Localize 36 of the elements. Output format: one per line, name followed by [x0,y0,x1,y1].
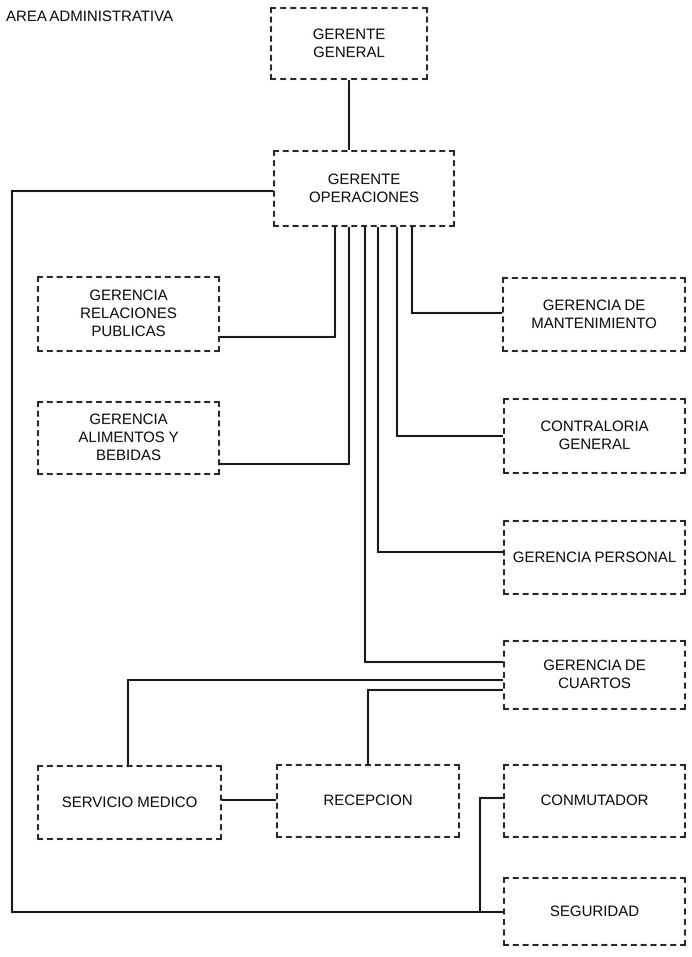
org-box [37,765,222,840]
connector-line [396,227,503,437]
org-box [503,877,686,946]
box-title: GERENCIA DE MANTENIMIENTO [530,296,658,332]
connector-line [348,80,350,150]
connector-line [222,799,276,801]
connector-line [479,797,503,913]
org-box [502,277,686,352]
connector-line [127,679,503,765]
org-box [503,764,686,838]
box-title: GERENTE OPERACIONES [308,170,420,206]
box-title: SEGURIDAD [550,902,640,920]
connector-line [367,689,503,764]
box-title: CONMUTADOR [540,792,649,810]
org-box [276,764,460,838]
org-box [503,640,686,710]
org-box [37,401,220,475]
area-label: AREA ADMINISTRATIVA [6,8,174,26]
box-title: GERENCIA RELACIONES PUBLICAS [79,287,178,341]
org-box [503,520,686,595]
box-title: GERENTE GENERAL [312,26,386,62]
box-title: CONTRALORIA GENERAL [539,418,650,454]
org-box [273,150,455,227]
box-title: GERENCIA ALIMENTOS Y BEBIDAS [77,411,180,465]
connector-line [377,227,503,553]
connector-line [220,227,336,338]
connector-line [364,227,503,663]
org-box [503,398,686,474]
box-title: RECEPCION [323,792,413,810]
box-title: GERENCIA PERSONAL [512,548,676,566]
box-title: SERVICIO MEDICO [62,794,198,812]
connector-line [411,227,502,314]
box-title: GERENCIA DE CUARTOS [542,657,647,693]
org-box [37,276,220,352]
connector-line [220,227,350,465]
org-box [270,7,428,80]
